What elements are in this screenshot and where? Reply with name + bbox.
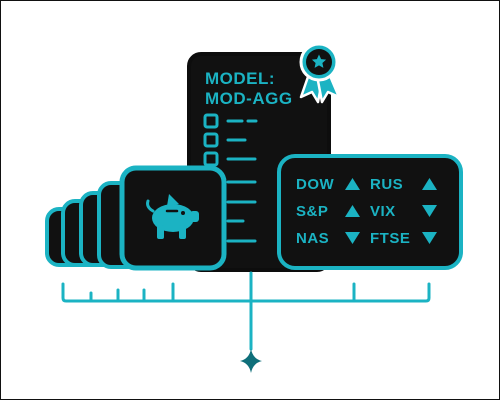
piggy-bank-card xyxy=(119,165,227,271)
ticker-sp: S&P xyxy=(296,203,329,220)
award-ribbon-star-icon xyxy=(299,42,341,104)
four-point-star-icon xyxy=(240,349,262,373)
ticker-ftse: FTSE xyxy=(370,230,411,247)
arrow-down-icon xyxy=(422,232,437,244)
model-id: MOD-AGG xyxy=(205,89,293,108)
bracket-axis xyxy=(61,271,431,351)
ticker-vix: VIX xyxy=(370,203,396,220)
checklist xyxy=(203,113,258,243)
checkbox-2 xyxy=(203,132,219,148)
model-title: MODEL: xyxy=(205,69,276,88)
ticker-nas: NAS xyxy=(296,230,330,247)
checkbox-1 xyxy=(203,113,219,129)
arrow-down-icon xyxy=(345,232,360,244)
arrow-down-icon xyxy=(422,205,437,217)
ticker-arrows xyxy=(345,178,437,244)
checkbox-3 xyxy=(203,151,219,167)
arrow-up-icon xyxy=(345,205,360,217)
arrow-up-icon xyxy=(345,178,360,190)
ticker-dow: DOW xyxy=(296,176,335,193)
market-panel xyxy=(277,154,463,270)
arrow-up-icon xyxy=(422,178,437,190)
piggy-bank-icon xyxy=(146,194,199,239)
ticker-rus: RUS xyxy=(370,176,404,193)
